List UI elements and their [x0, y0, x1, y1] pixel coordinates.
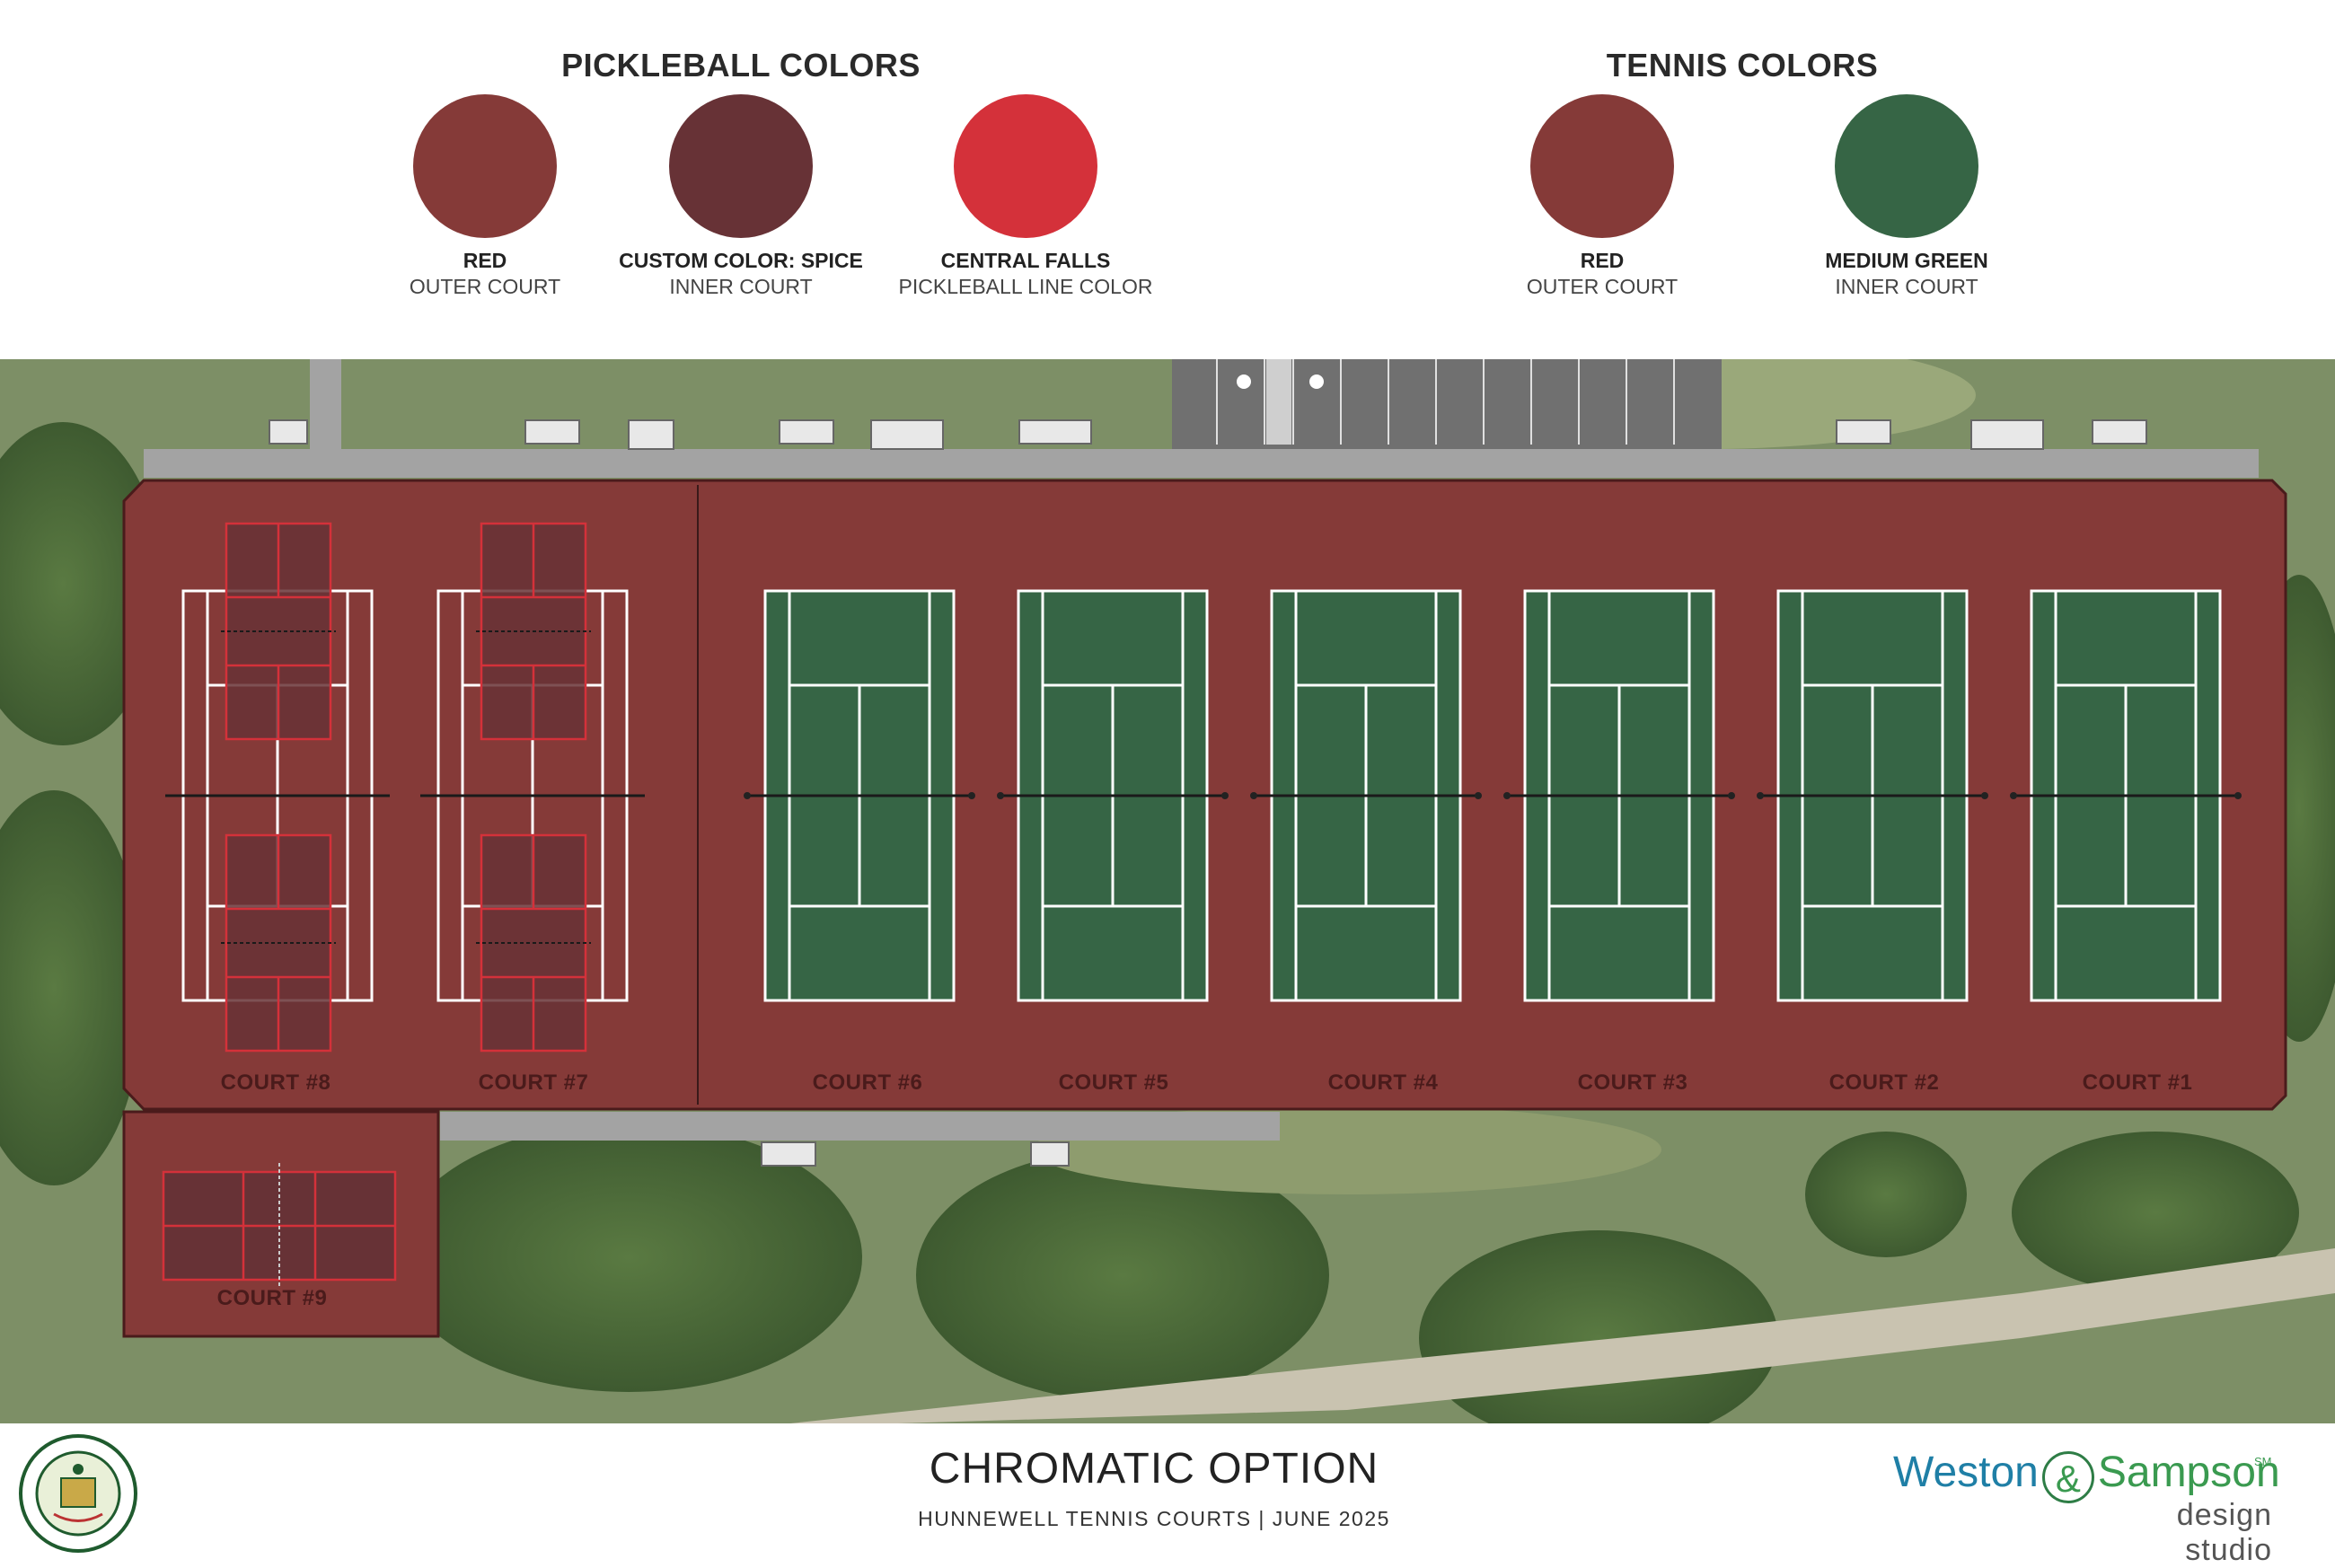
- net-post: [1981, 792, 1988, 799]
- bench: [761, 1141, 816, 1167]
- tree-cluster: [1805, 1132, 1967, 1257]
- tree-cluster: [395, 1123, 862, 1392]
- tree-cluster: [0, 790, 144, 1185]
- net-post: [2234, 792, 2242, 799]
- bench: [1018, 419, 1092, 445]
- pickleball-court-pair: [420, 522, 645, 1053]
- tennis-court: [997, 589, 1229, 1002]
- brand-logo: Weston&Sampson: [1893, 1448, 2280, 1503]
- swatch-label: CUSTOM COLOR: SPICE: [619, 249, 863, 272]
- accessible-parking-icon: [1237, 374, 1251, 389]
- swatch-pickle-red: [413, 94, 557, 238]
- court-label-3: COURT #3: [1577, 1070, 1688, 1095]
- page-title: CHROMATIC OPTION: [929, 1445, 1379, 1493]
- swatch-sublabel: OUTER COURT: [409, 275, 561, 298]
- tennis-court: [2010, 589, 2242, 1002]
- swatch-sublabel: OUTER COURT: [1526, 275, 1679, 298]
- bench: [1030, 1141, 1070, 1167]
- bench: [269, 419, 308, 445]
- aerial-site-plan: COURT #8 COURT #7 COURT #6 COURT #5 COUR…: [0, 359, 2335, 1423]
- bottom-walkway: [440, 1112, 1280, 1141]
- net-post: [744, 792, 751, 799]
- net-post: [1475, 792, 1482, 799]
- net-post: [968, 792, 975, 799]
- swatch-label: RED: [463, 249, 507, 272]
- brand-left: Weston: [1893, 1449, 2039, 1496]
- tennis-court: [1250, 589, 1482, 1002]
- accessible-parking-icon: [1309, 374, 1324, 389]
- bench: [1970, 419, 2044, 450]
- parking-lot: [1172, 359, 1722, 449]
- net-post: [1757, 792, 1764, 799]
- net-post: [997, 792, 1004, 799]
- site-plan-drawing: [0, 359, 2335, 1423]
- court-label-6: COURT #6: [812, 1070, 923, 1095]
- bench: [628, 419, 674, 450]
- top-walkway: [144, 449, 2259, 478]
- net-post: [1221, 792, 1229, 799]
- swatch-label: MEDIUM GREEN: [1825, 249, 1988, 272]
- brand-right: Sampson: [2097, 1449, 2280, 1496]
- swatch-label: CENTRAL FALLS: [940, 249, 1111, 272]
- footpath: [790, 1248, 2335, 1423]
- court-label-9: COURT #9: [216, 1286, 328, 1310]
- tree-cluster: [2012, 1132, 2299, 1293]
- tree-cluster: [0, 422, 162, 745]
- access-walkway: [310, 359, 341, 449]
- net-post: [1503, 792, 1511, 799]
- tennis-court: [744, 589, 975, 1002]
- bench: [1836, 419, 1891, 445]
- brand-subtitle: design studio: [2176, 1498, 2272, 1567]
- bench: [779, 419, 834, 445]
- court-9-pickleball: [162, 1163, 397, 1289]
- tennis-court: [1503, 589, 1735, 1002]
- court-label-7: COURT #7: [478, 1070, 589, 1095]
- court-label-5: COURT #5: [1058, 1070, 1169, 1095]
- court-label-4: COURT #4: [1327, 1070, 1439, 1095]
- swatch-label: RED: [1580, 249, 1625, 272]
- pickleball-court-pair: [165, 522, 390, 1053]
- tennis-colors-title: TENNIS COLORS: [1606, 47, 1879, 84]
- net-post: [1728, 792, 1735, 799]
- tennis-court: [1757, 589, 1988, 1002]
- brand-amp: &: [2041, 1451, 2094, 1503]
- pickleball-colors-title: PICKLEBALL COLORS: [561, 47, 921, 84]
- swatch-tennis-red: [1530, 94, 1674, 238]
- tree-cluster: [916, 1150, 1329, 1401]
- net-post: [1250, 792, 1257, 799]
- swatch-sublabel: INNER COURT: [1835, 275, 1978, 298]
- town-seal-icon: [19, 1434, 137, 1553]
- net-post: [2010, 792, 2017, 799]
- swatch-sublabel: PICKLEBALL LINE COLOR: [898, 275, 1153, 298]
- court-label-8: COURT #8: [220, 1070, 331, 1095]
- swatch-medium-green: [1835, 94, 1978, 238]
- court-label-1: COURT #1: [2082, 1070, 2193, 1095]
- bench: [524, 419, 580, 445]
- bench: [870, 419, 944, 450]
- swatch-spice: [669, 94, 813, 238]
- swatch-sublabel: INNER COURT: [669, 275, 813, 298]
- page-subtitle: HUNNEWELL TENNIS COURTS | JUNE 2025: [918, 1507, 1390, 1530]
- court-label-2: COURT #2: [1828, 1070, 1940, 1095]
- brand-service-mark: SM: [2254, 1455, 2272, 1468]
- crosshatch-aisle: [1266, 359, 1291, 445]
- bench: [2092, 419, 2147, 445]
- swatch-central-falls: [954, 94, 1097, 238]
